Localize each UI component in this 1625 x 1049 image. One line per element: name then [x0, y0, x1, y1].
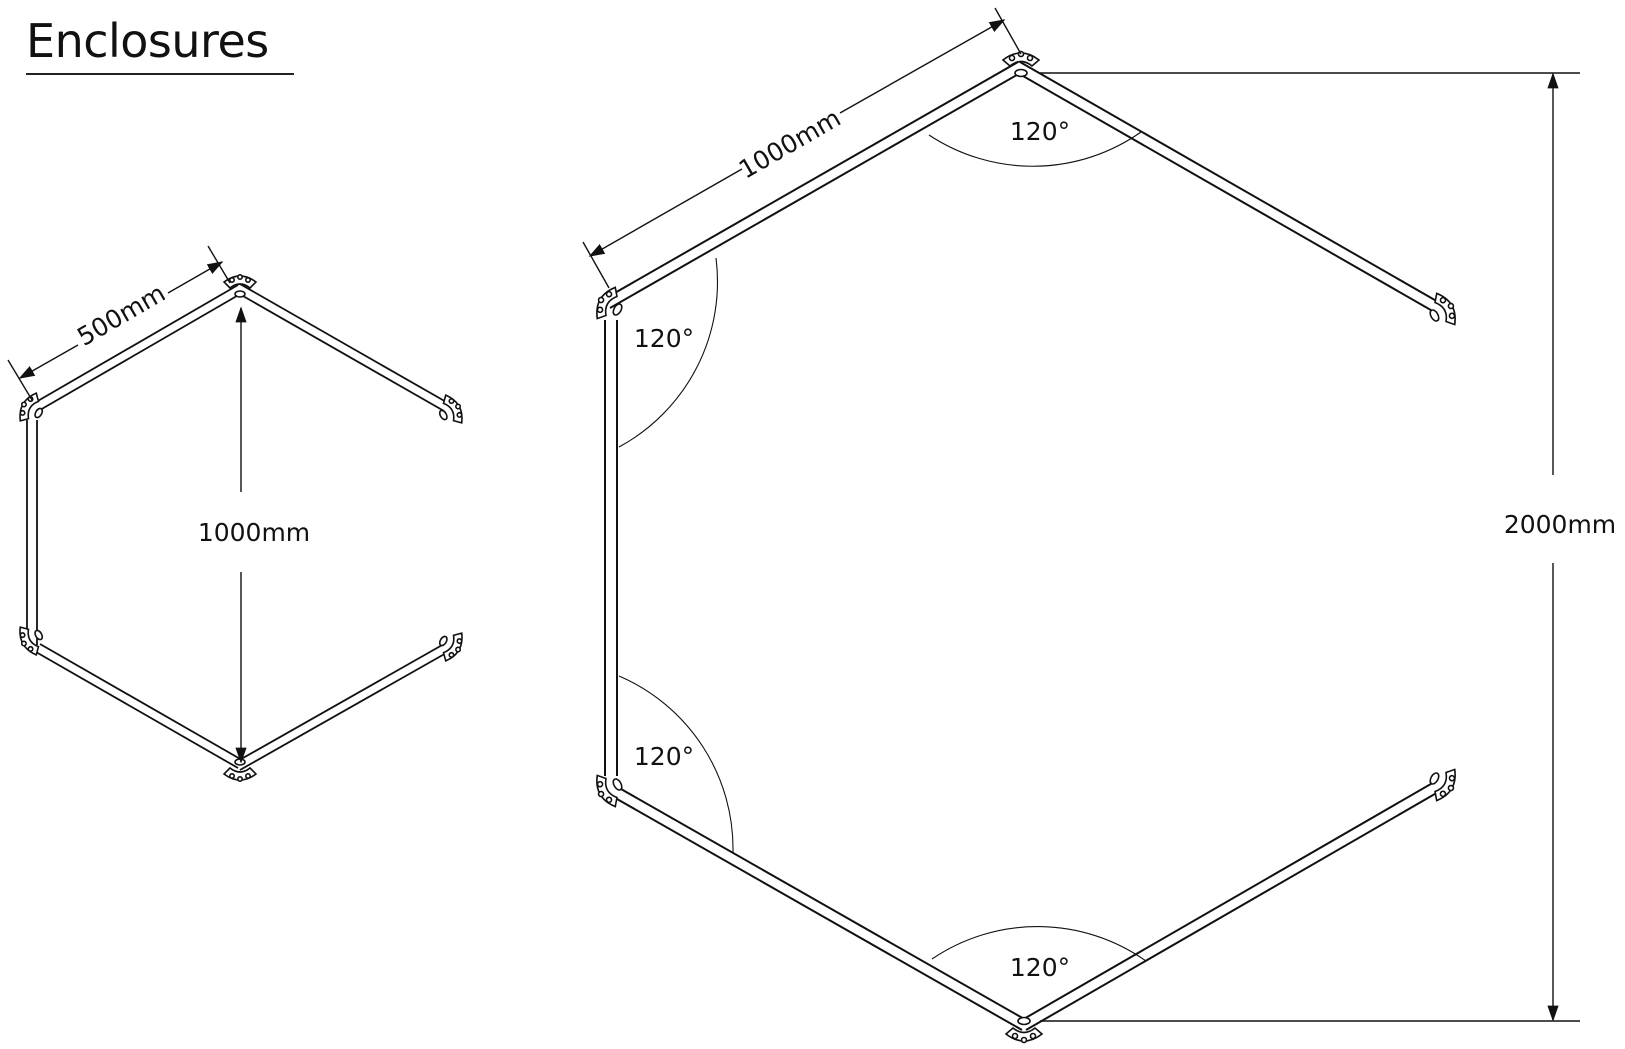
angle-label-upper-left: 120°: [634, 324, 694, 353]
small-side-dimension: [7, 245, 231, 401]
angle-label-lower-left: 120°: [634, 742, 694, 771]
title-underline: [26, 73, 294, 75]
small-rod-left: [26, 420, 38, 645]
large-rod-top-left: [605, 61, 1023, 309]
large-rod-left: [604, 320, 618, 776]
angle-arc-top: [928, 131, 1142, 167]
small-rod-bottom-right: [235, 643, 449, 771]
large-enclosure: [604, 61, 1441, 1031]
angle-arc-lower-left: [618, 675, 734, 853]
diagram-title: Enclosures: [26, 14, 269, 68]
large-rod-top-right: [1015, 61, 1441, 314]
connector: [596, 774, 623, 808]
large-height-dimension: [1040, 72, 1580, 1022]
angle-arc-upper-left: [618, 257, 719, 448]
connector: [438, 394, 463, 424]
large-rod-bottom-left: [609, 784, 1027, 1031]
connector: [222, 274, 258, 298]
angle-label-bottom: 120°: [1010, 953, 1070, 982]
connector: [19, 626, 44, 656]
connector: [1001, 50, 1041, 78]
angle-arc-bottom: [931, 926, 1147, 962]
large-rod-bottom-right: [1021, 780, 1441, 1031]
connector: [438, 632, 463, 662]
large-side-dimension: [582, 7, 1022, 289]
connector: [1004, 1016, 1044, 1044]
small-rod-bottom-left: [35, 643, 243, 769]
large-height-label: 2000mm: [1504, 510, 1616, 539]
large-connectors: [596, 50, 1456, 1044]
small-connectors: [19, 274, 463, 782]
small-enclosure: [26, 283, 449, 771]
angle-label-top: 120°: [1010, 117, 1070, 146]
small-rod-top-left: [35, 284, 243, 411]
small-side-label: 500mm: [72, 278, 170, 351]
connector: [596, 286, 623, 320]
connector: [1429, 768, 1456, 802]
angle-arcs: [618, 131, 1147, 962]
large-side-label: 1000mm: [734, 103, 846, 184]
connector: [1429, 292, 1456, 326]
small-height-label: 1000mm: [198, 518, 310, 547]
connector: [19, 392, 44, 422]
small-rod-top-right: [235, 283, 449, 412]
